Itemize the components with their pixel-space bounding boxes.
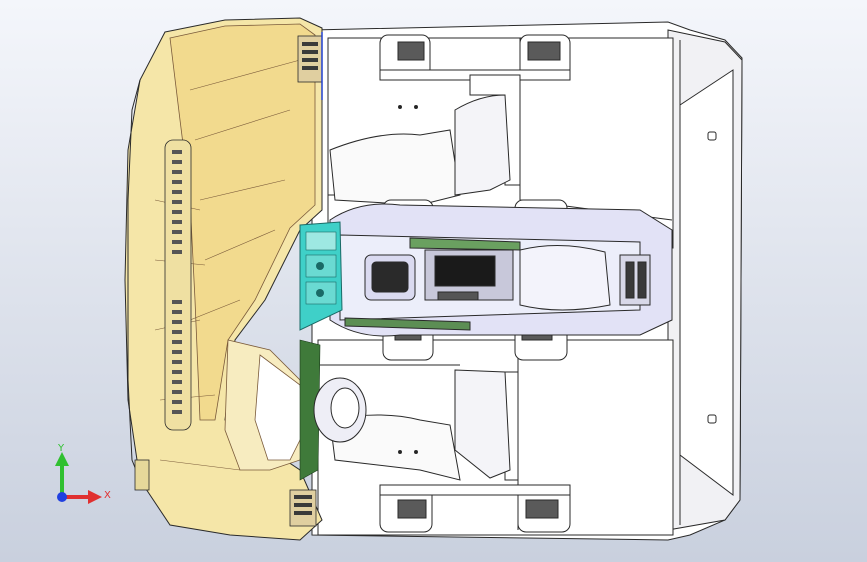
center-stack-panel[interactable] [299, 221, 343, 481]
axis-y-arrow-icon [55, 452, 69, 495]
axis-y-label: Y [57, 443, 65, 454]
coordinate-triad: Y X [55, 443, 111, 504]
axis-x-label: X [104, 490, 111, 501]
axis-z-dot-icon [57, 492, 67, 502]
center-console[interactable] [329, 203, 673, 337]
dashboard[interactable] [124, 17, 323, 541]
axis-x-arrow-icon [62, 490, 102, 504]
seat-area-lower [317, 319, 674, 536]
seat-mount-boss [313, 377, 367, 443]
